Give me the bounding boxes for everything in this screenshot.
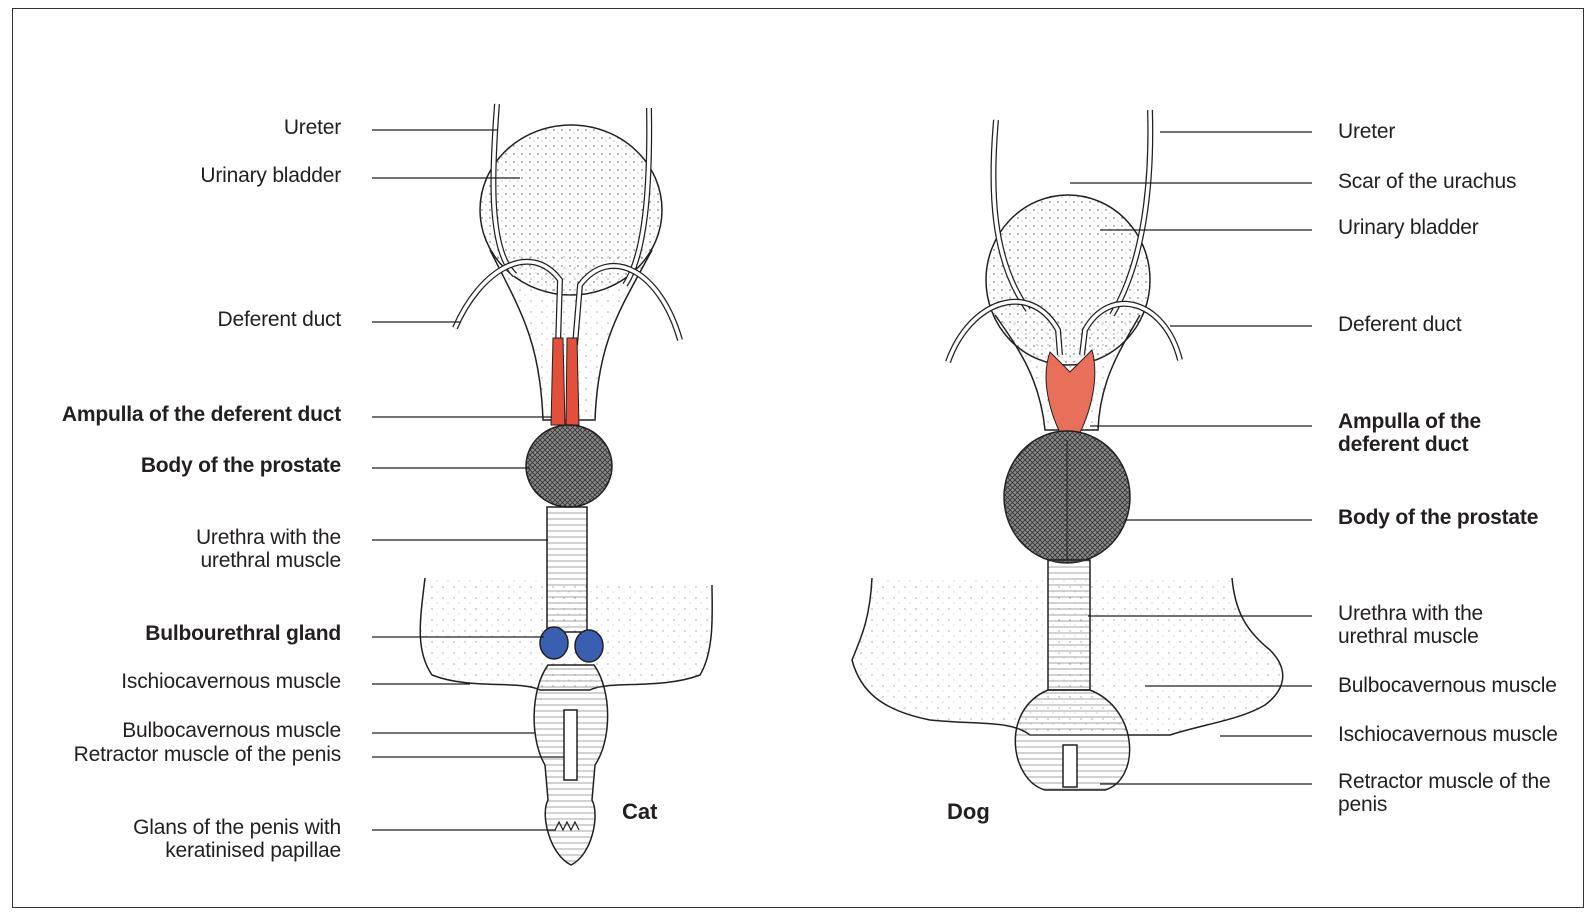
dog-label-prostate: Body of the prostate bbox=[1338, 506, 1538, 529]
dog-retractor bbox=[1063, 745, 1077, 787]
cat-title: Cat bbox=[622, 799, 657, 825]
cat-urethra bbox=[547, 507, 587, 632]
cat-label-bulbourethral: Bulbourethral gland bbox=[145, 622, 341, 645]
cat-label-urinary-bladder: Urinary bladder bbox=[200, 164, 341, 187]
dog-label-bulbocavernous: Bulbocavernous muscle bbox=[1338, 674, 1557, 697]
cat-label-bulbocavernous: Bulbocavernous muscle bbox=[122, 719, 341, 742]
dog-label-urinary-bladder: Urinary bladder bbox=[1338, 216, 1479, 239]
cat-label-deferent-duct: Deferent duct bbox=[218, 308, 341, 331]
dog-label-retractor: Retractor muscle of the penis bbox=[1338, 770, 1551, 816]
cat-bulbourethral-gland-right bbox=[575, 630, 603, 662]
dog-label-deferent-duct: Deferent duct bbox=[1338, 313, 1461, 336]
dog-label-urachus: Scar of the urachus bbox=[1338, 170, 1516, 193]
dog-title: Dog bbox=[947, 799, 990, 825]
dog-urethra bbox=[1048, 560, 1090, 690]
cat-label-glans: Glans of the penis with keratinised papi… bbox=[133, 816, 341, 862]
dog-label-ureter: Ureter bbox=[1338, 120, 1395, 143]
cat-label-ampulla: Ampulla of the deferent duct bbox=[62, 403, 341, 426]
cat-label-prostate: Body of the prostate bbox=[141, 454, 341, 477]
cat-label-ischiocavernous: Ischiocavernous muscle bbox=[121, 670, 341, 693]
cat-bulbourethral-gland-left bbox=[540, 627, 568, 659]
cat-ampulla bbox=[551, 338, 565, 425]
cat-illustration bbox=[420, 104, 712, 865]
cat-prostate bbox=[526, 425, 612, 507]
dog-label-urethra: Urethra with the urethral muscle bbox=[1338, 602, 1483, 648]
dog-label-ischiocavernous: Ischiocavernous muscle bbox=[1338, 723, 1558, 746]
cat-label-retractor: Retractor muscle of the penis bbox=[74, 743, 341, 766]
dog-label-ampulla: Ampulla of the deferent duct bbox=[1338, 410, 1481, 456]
cat-label-urethra: Urethra with the urethral muscle bbox=[196, 526, 341, 572]
dog-illustration bbox=[852, 110, 1283, 790]
cat-label-ureter: Ureter bbox=[284, 116, 341, 139]
cat-retractor bbox=[564, 710, 577, 780]
